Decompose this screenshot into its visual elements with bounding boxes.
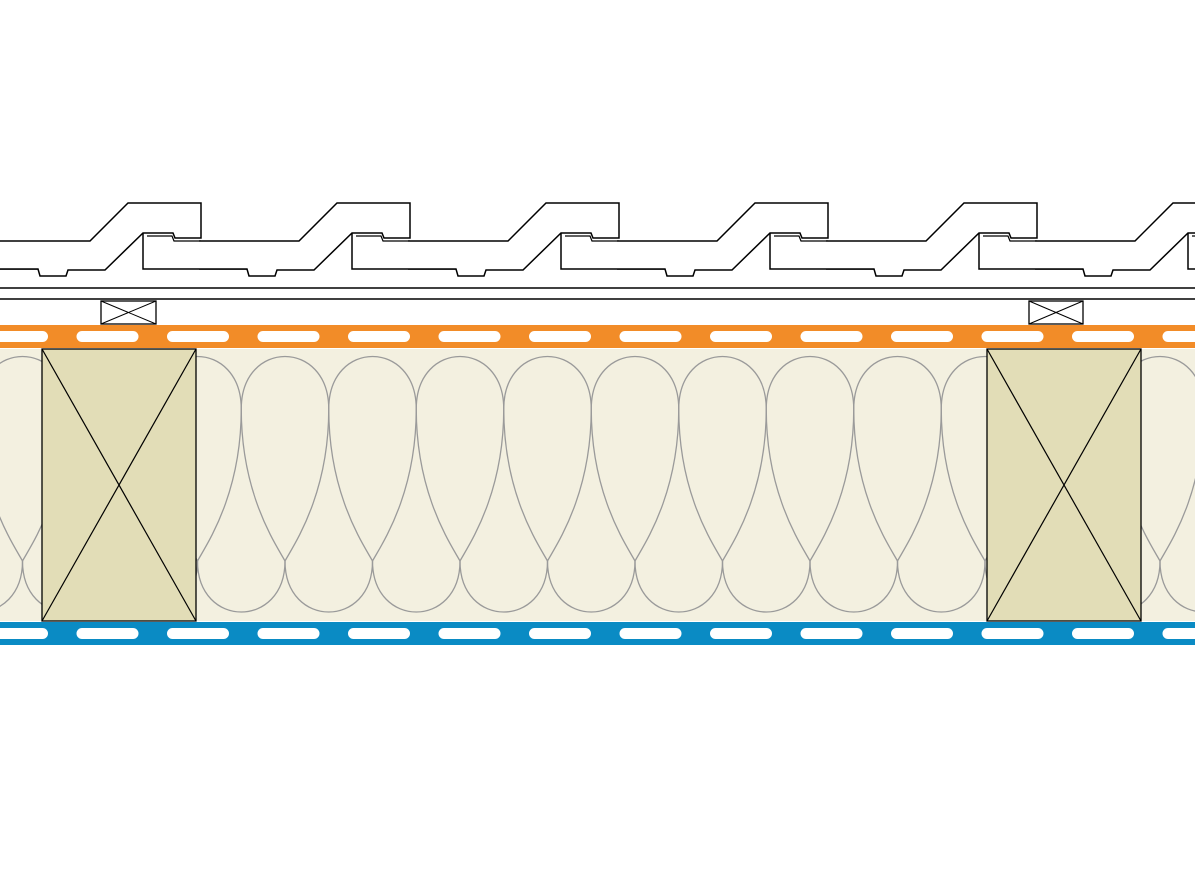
insulation-fibre-curve: [240, 355, 374, 562]
membrane-dash: [710, 331, 772, 342]
insulation-fibre-curve: [721, 560, 811, 613]
rafters: [41, 348, 1142, 622]
membrane-dash: [257, 331, 320, 342]
insulation-fibre-curve: [546, 560, 636, 613]
membrane-dash: [76, 331, 139, 342]
roof-tile-nib: [983, 235, 1037, 242]
membrane-dash: [76, 628, 139, 639]
tile-batten: [100, 300, 157, 325]
roof-tile-nib: [147, 235, 201, 242]
insulation-fibre-curve: [853, 355, 986, 562]
insulation-fibre-curve: [196, 408, 242, 562]
insulation-fibre-curve: [459, 408, 505, 562]
roof-tile: [408, 202, 620, 277]
membrane-dash: [891, 331, 953, 342]
roof-tile-nib: [774, 235, 828, 242]
membrane-dash: [710, 628, 772, 639]
rafter: [41, 348, 197, 622]
membrane-dash: [167, 628, 229, 639]
insulation-fibre-curve: [328, 355, 461, 562]
roof-tile: [1035, 202, 1195, 277]
membrane-dash: [529, 628, 591, 639]
insulation-fibre-curve: [546, 408, 592, 562]
insulation-fibre-curve: [459, 560, 549, 613]
insulation-fibre-curve: [415, 355, 549, 562]
insulation-fibre-curve: [721, 408, 767, 562]
membrane-band: [0, 325, 1195, 348]
membrane-dash: [800, 628, 863, 639]
roof-tile-lap: [1187, 233, 1195, 270]
insulation-fibre-curve: [284, 560, 374, 613]
roof-tile-nib: [565, 235, 619, 242]
insulation-fibre-curve: [0, 516, 24, 562]
membrane-dash: [1162, 628, 1195, 639]
counter-battens: [0, 287, 1195, 300]
rafter-cross-line: [41, 348, 197, 622]
membrane-dash: [438, 331, 501, 342]
insulation-fibre-curve: [371, 560, 461, 613]
rafter-cross-line: [986, 348, 1142, 622]
membrane-dash: [619, 628, 682, 639]
membrane-dash: [619, 331, 682, 342]
insulation-fibre-curve: [0, 560, 24, 607]
batten-cross-line: [1028, 300, 1084, 325]
roof-tile: [199, 202, 411, 277]
membrane-dash: [981, 628, 1044, 639]
insulation-fibre-curve: [896, 560, 986, 613]
membrane-dash: [257, 628, 320, 639]
insulation-fibre-curve: [371, 408, 417, 562]
membrane-dash: [348, 331, 410, 342]
insulation-fibre-curve: [634, 560, 724, 613]
tile-batten: [1028, 300, 1084, 325]
roof-tile: [826, 202, 1038, 277]
insulation-fibre-curve: [284, 408, 330, 562]
membrane-dash: [0, 331, 48, 342]
membrane-dash: [981, 331, 1044, 342]
insulation-fibre-curve: [765, 355, 899, 562]
membrane-dash: [529, 331, 591, 342]
membrane-dash: [1162, 331, 1195, 342]
roof-tile: [0, 202, 202, 277]
membrane-dash: [891, 628, 953, 639]
roof-tile-nib: [356, 235, 410, 242]
upper-membrane: [0, 325, 1195, 348]
insulation-fibre-curve: [678, 355, 811, 562]
rafter: [986, 348, 1142, 622]
membrane-band: [0, 622, 1195, 645]
membrane-dash: [1072, 331, 1134, 342]
membrane-dash: [348, 628, 410, 639]
insulation-fibre-curve: [896, 408, 942, 562]
insulation-fibre-curve: [196, 560, 286, 613]
insulation-fibre-curve: [1159, 477, 1195, 562]
membrane-dash: [0, 628, 48, 639]
roof-tile: [617, 202, 829, 277]
roof-tiles: [0, 202, 1195, 277]
lower-membrane: [0, 622, 1195, 645]
membrane-dash: [167, 331, 229, 342]
insulation-fibre-curve: [503, 355, 636, 562]
membrane-dash: [1072, 628, 1134, 639]
insulation-fibre-curve: [809, 560, 899, 613]
batten-cross-line: [100, 300, 157, 325]
insulation-fibre-curve: [634, 408, 680, 562]
insulation-fibre-curve: [1159, 560, 1195, 612]
tile-battens: [100, 300, 1084, 325]
insulation-fibre-curve: [809, 408, 855, 562]
insulation-fibre-curve: [590, 355, 724, 562]
membrane-dash: [800, 331, 863, 342]
membrane-dash: [438, 628, 501, 639]
